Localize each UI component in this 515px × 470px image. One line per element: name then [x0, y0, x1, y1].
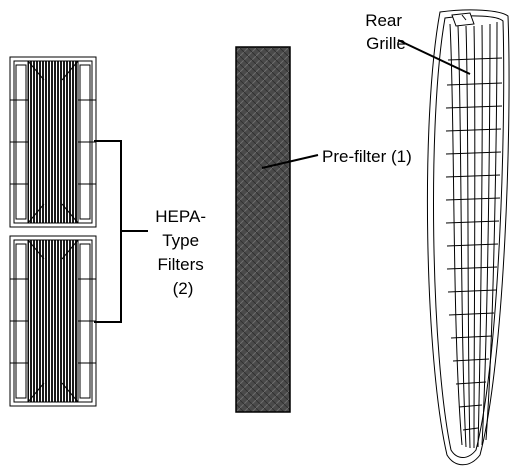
pre-filter	[236, 47, 290, 412]
rear-grille	[427, 10, 509, 465]
rear-grille-label: Rear Grille	[365, 11, 407, 53]
rear-grille-label-line2: Grille	[366, 34, 406, 53]
rear-grille-label-line1: Rear	[365, 11, 402, 30]
hepa-label: HEPA- Type Filters (2)	[155, 207, 210, 298]
hepa-label-line2: Type	[162, 231, 199, 250]
hepa-bracket	[94, 141, 148, 322]
hepa-filter-bottom	[10, 236, 96, 406]
hepa-label-line3: Filters	[157, 255, 203, 274]
hepa-label-line1: HEPA-	[155, 207, 206, 226]
pre-filter-label: Pre-filter (1)	[322, 147, 412, 166]
hepa-filter-top	[10, 57, 96, 227]
hepa-label-line4: (2)	[173, 279, 194, 298]
